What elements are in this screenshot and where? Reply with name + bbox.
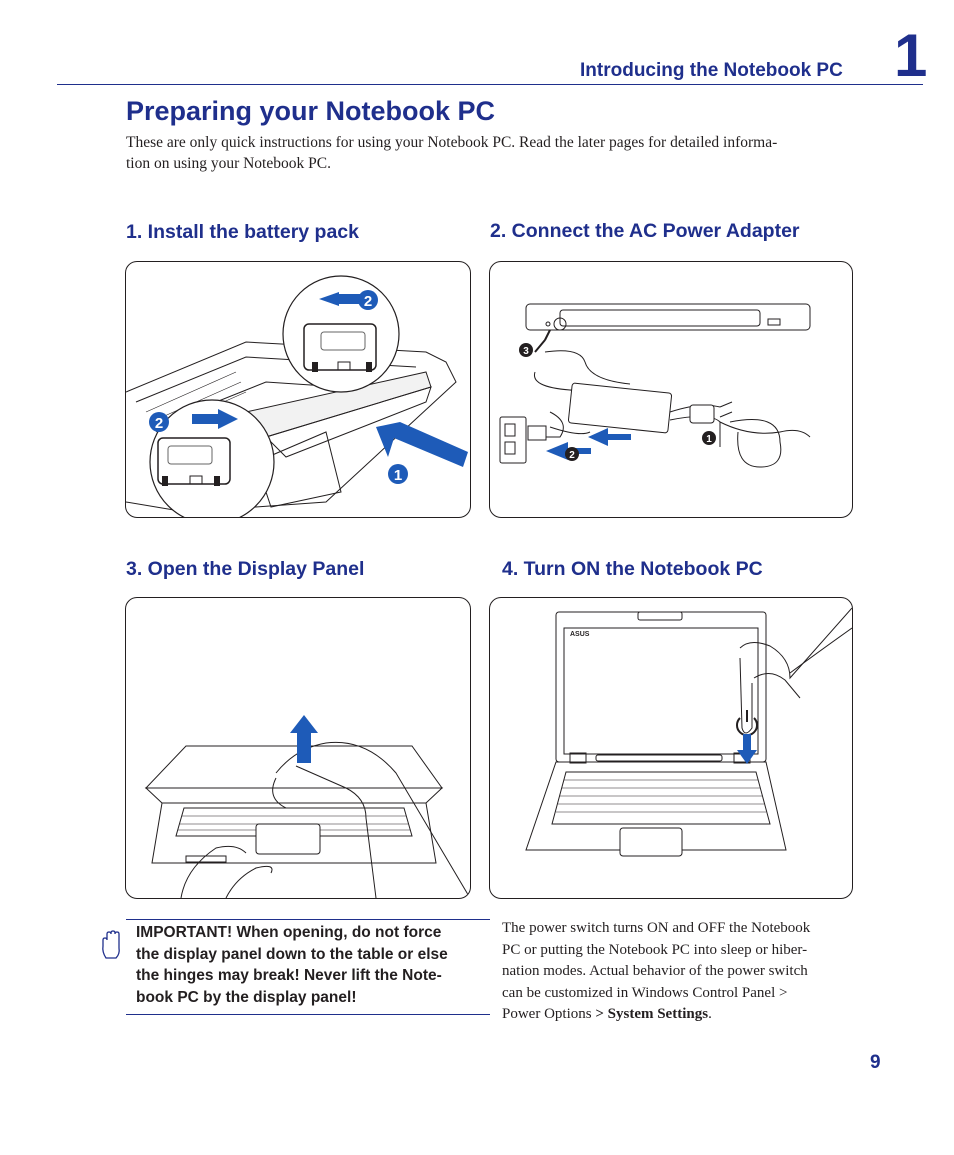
important-top-rule — [126, 919, 490, 920]
page-title: Preparing your Notebook PC — [126, 96, 496, 126]
marker-step1-left: 2 — [155, 415, 163, 432]
hand-icon — [100, 930, 124, 960]
page-number: 9 — [870, 1052, 881, 1073]
power-note-prefix: Power Options — [502, 1006, 596, 1022]
intro-line-2: tion on using your Notebook PC. — [126, 155, 331, 172]
power-note-line-2: PC or putting the Notebook PC into sleep… — [502, 941, 808, 958]
step-4-heading: 4. Turn ON the Notebook PC — [502, 558, 763, 580]
step-3-heading: 3. Open the Display Panel — [126, 558, 365, 580]
step-1-heading: 1. Install the battery pack — [126, 221, 360, 243]
power-note-line-4: can be customized in Windows Control Pan… — [502, 984, 788, 1001]
open-display-illustration — [125, 597, 471, 899]
intro-paragraph: These are only quick instructions for us… — [126, 132, 856, 174]
power-note-settings: > System Settings — [595, 1006, 709, 1022]
important-line-3: the hinges may break! Never lift the Not… — [136, 967, 442, 984]
important-line-1: IMPORTANT! When opening, do not force — [136, 924, 442, 941]
marker-step2-outlet: 2 — [569, 450, 575, 461]
marker-step1-top: 2 — [364, 293, 372, 310]
marker-step2-plug: 3 — [523, 346, 529, 357]
power-note-line-5: Power Options > System Settings. — [502, 1004, 854, 1026]
power-note-suffix: . — [708, 1006, 712, 1022]
header-rule — [57, 84, 923, 85]
important-line-4: book PC by the display panel! — [136, 988, 357, 1006]
battery-illustration: 2 2 1 — [125, 261, 471, 518]
important-bottom-rule — [126, 1014, 490, 1015]
screen-logo: ASUS — [570, 631, 590, 638]
important-line-2: the display panel down to the table or e… — [136, 945, 448, 963]
power-note: The power switch turns ON and OFF the No… — [502, 918, 854, 1026]
power-note-line-3: nation modes. Actual behavior of the pow… — [502, 963, 808, 979]
chapter-number: 1 — [894, 22, 928, 89]
chapter-title: Introducing the Notebook PC — [580, 60, 843, 81]
step-2-heading: 2. Connect the AC Power Adapter — [490, 220, 800, 242]
important-note: IMPORTANT! When opening, do not force th… — [136, 922, 486, 1008]
power-on-illustration: ASUS — [489, 597, 853, 899]
ac-adapter-illustration: 3 1 2 — [489, 261, 853, 518]
power-note-line-1: The power switch turns ON and OFF the No… — [502, 920, 811, 936]
marker-step2-cord: 1 — [706, 434, 712, 445]
intro-line-1: These are only quick instructions for us… — [126, 134, 778, 151]
marker-step1-push: 1 — [394, 467, 402, 484]
